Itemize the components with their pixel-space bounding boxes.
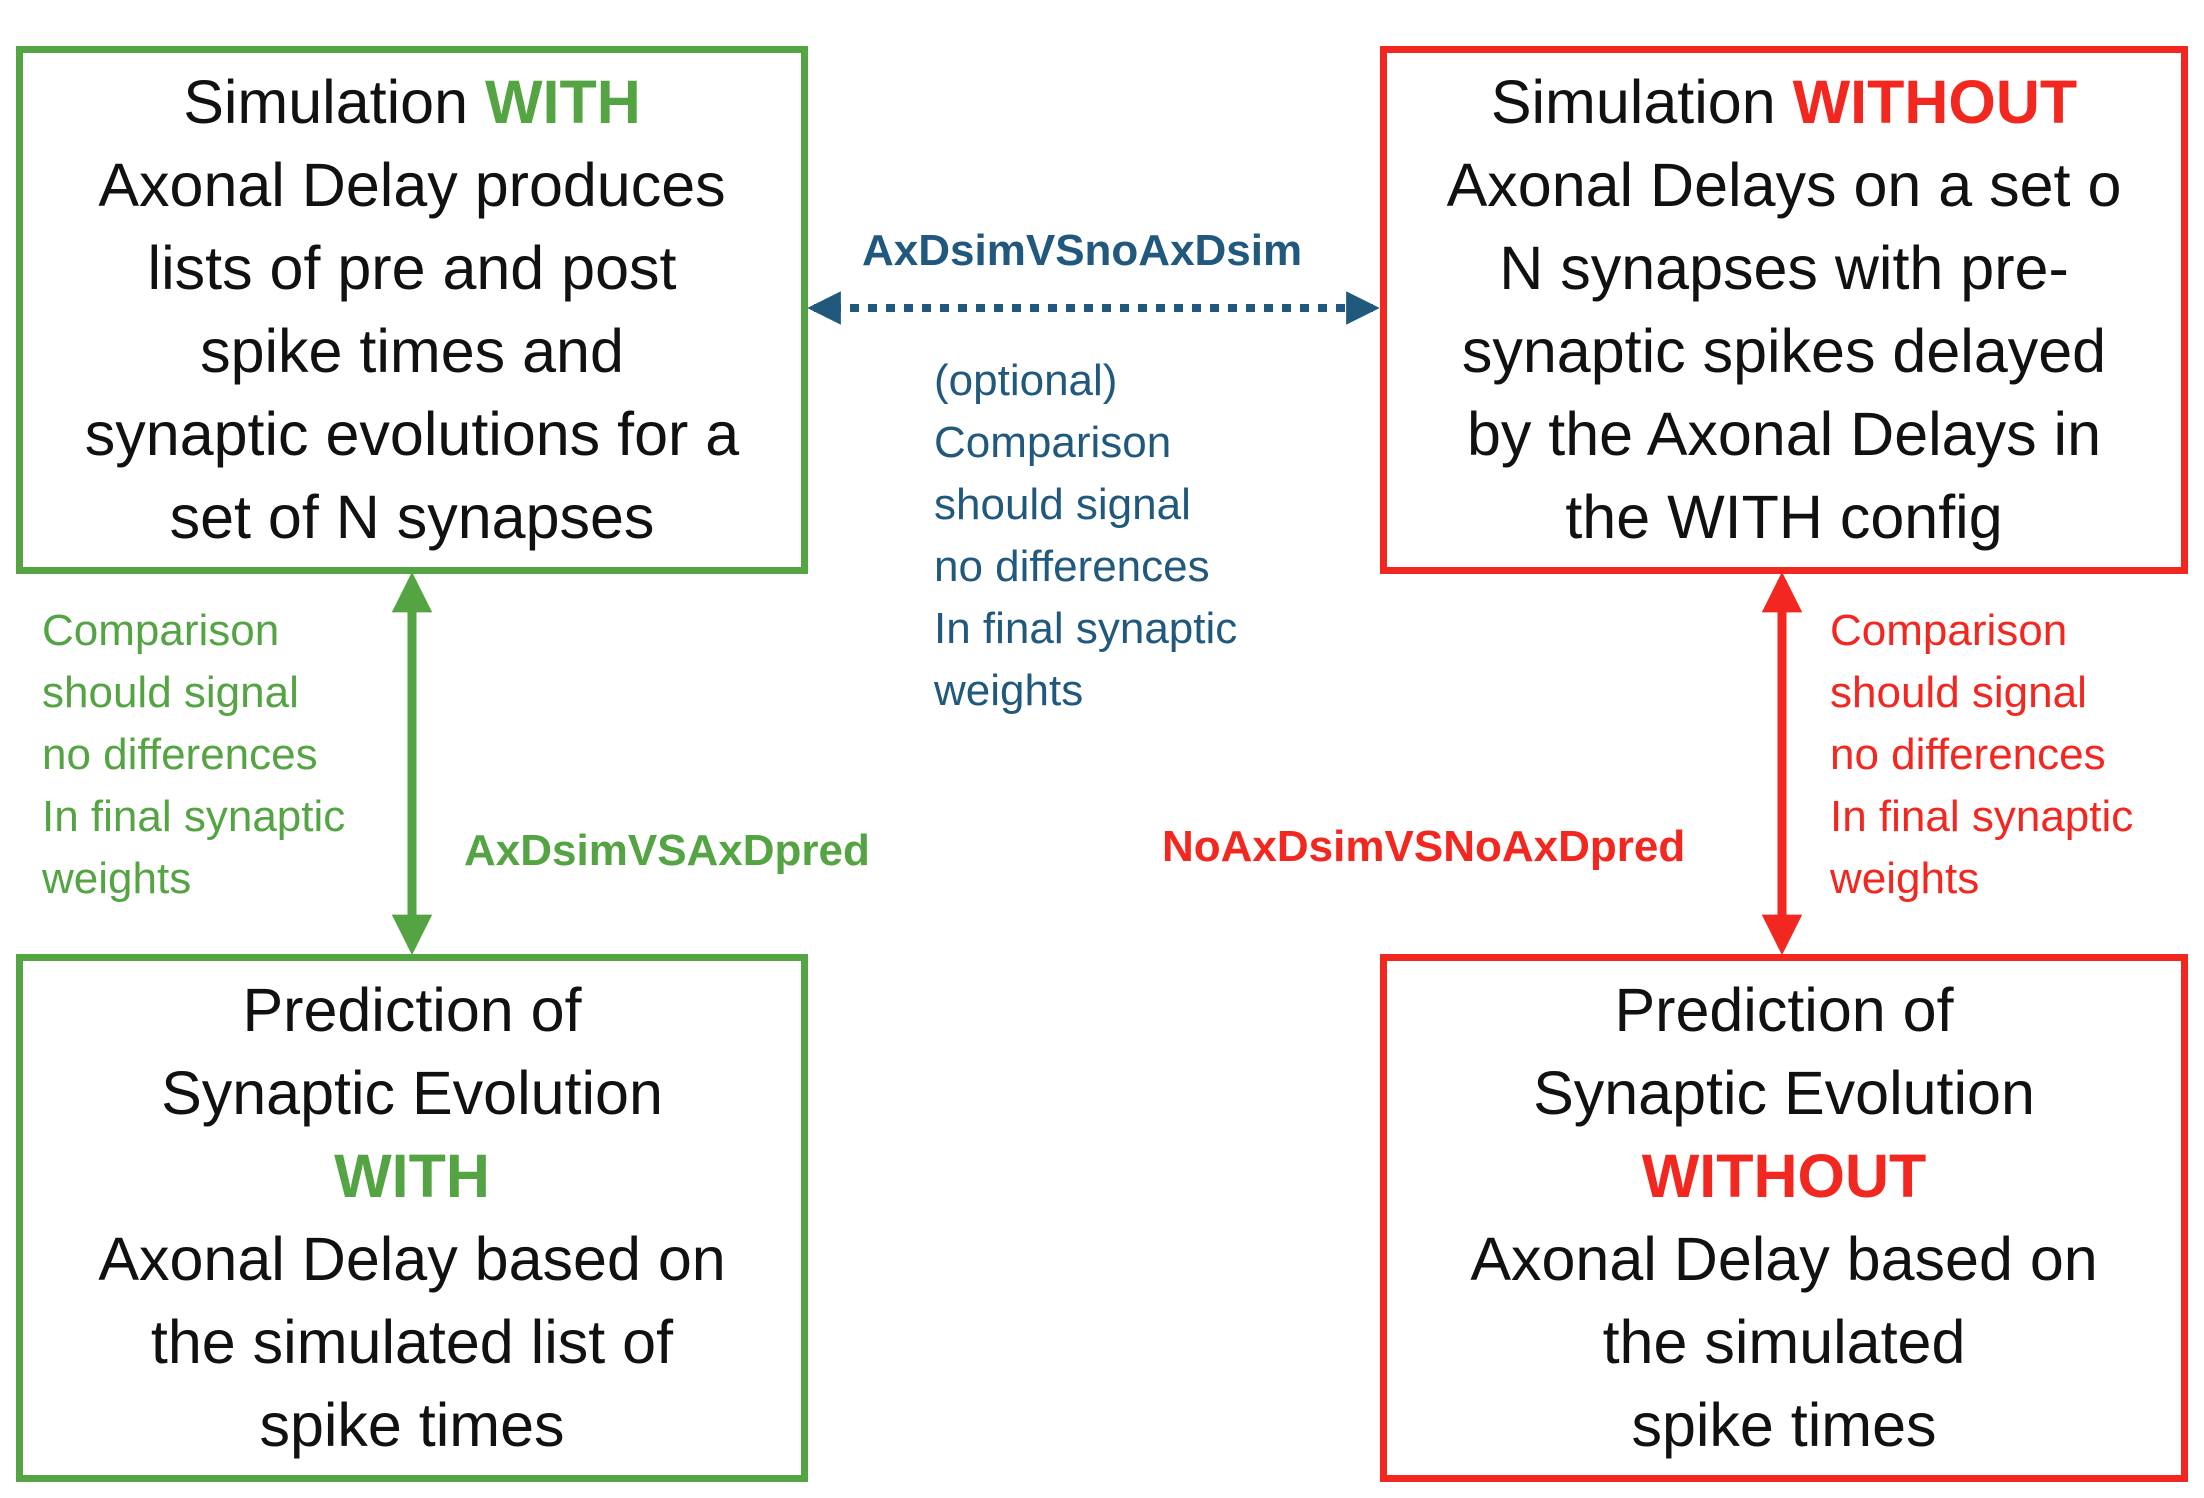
note-line: (optional): [934, 356, 1118, 405]
note-line: no differences: [934, 542, 1210, 591]
note-line: weights: [42, 854, 192, 903]
node-simulation-with: Simulation WITH Axonal Delay produces li…: [16, 46, 808, 574]
node-title-prefix: Simulation: [1490, 68, 1793, 136]
edge-label-top: AxDsimVSnoAxDsim: [862, 226, 1303, 275]
note-line: should signal: [42, 668, 299, 717]
keyword-with: WITH: [334, 1142, 490, 1210]
note-line: Comparison: [934, 418, 1172, 467]
node-text-line: the simulated list of: [150, 1308, 674, 1376]
node-title: Prediction of: [242, 976, 582, 1044]
node-text-line: synaptic evolutions for a: [84, 400, 740, 468]
note-line: Comparison: [42, 606, 280, 655]
note-line: Comparison: [1830, 606, 2068, 655]
node-text-line: by the Axonal Delays in: [1466, 400, 2102, 468]
note-line: should signal: [934, 480, 1191, 529]
node-title-prefix: Simulation: [183, 68, 485, 136]
node-title: Prediction of: [1614, 976, 1954, 1044]
note-line: In final synaptic: [42, 792, 346, 841]
edge-label-right: NoAxDsimVSNoAxDpred: [1162, 822, 1686, 871]
note-line: no differences: [42, 730, 318, 779]
note-line: should signal: [1830, 668, 2087, 717]
node-text-line: Axonal Delays on a set o: [1446, 151, 2122, 219]
node-text-line: Axonal Delay based on: [98, 1225, 726, 1293]
node-subtitle: Synaptic Evolution: [1533, 1059, 2035, 1127]
node-simulation-without: Simulation WITHOUT Axonal Delays on a se…: [1380, 46, 2188, 574]
node-text-line: the WITH config: [1565, 483, 2003, 551]
node-title: Simulation WITHOUT: [1491, 61, 2077, 144]
edge-label-left: AxDsimVSAxDpred: [464, 826, 870, 875]
node-text-line: Axonal Delay based on: [1470, 1225, 2098, 1293]
keyword-without: WITHOUT: [1641, 1142, 1927, 1210]
node-text-line: N synapses with pre-: [1499, 234, 2069, 302]
node-text-line: synaptic spikes delayed: [1461, 317, 2107, 385]
node-text-line: spike times and: [200, 317, 624, 385]
node-text-line: spike times: [1631, 1391, 1937, 1459]
node-text-line: lists of pre and post: [147, 234, 677, 302]
edge-note-right: Comparison should signal no differences …: [1830, 600, 2133, 910]
edge-note-left: Comparison should signal no differences …: [42, 600, 345, 910]
note-line: In final synaptic: [934, 604, 1238, 653]
node-text-line: spike times: [259, 1391, 565, 1459]
node-prediction-without: Prediction of Synaptic Evolution WITHOUT…: [1380, 954, 2188, 1482]
edge-note-top: (optional) Comparison should signal no d…: [934, 350, 1237, 722]
node-text-line: Axonal Delay produces: [98, 151, 726, 219]
node-prediction-with: Prediction of Synaptic Evolution WITH Ax…: [16, 954, 808, 1482]
keyword-without: WITHOUT: [1792, 68, 2078, 136]
node-text-line: set of N synapses: [169, 483, 655, 551]
note-line: weights: [934, 666, 1084, 715]
node-title: Simulation WITH: [183, 61, 641, 144]
note-line: no differences: [1830, 730, 2106, 779]
note-line: In final synaptic: [1830, 792, 2134, 841]
node-text-line: the simulated: [1602, 1308, 1966, 1376]
node-subtitle: Synaptic Evolution: [161, 1059, 663, 1127]
keyword-with: WITH: [484, 68, 641, 136]
note-line: weights: [1830, 854, 1980, 903]
